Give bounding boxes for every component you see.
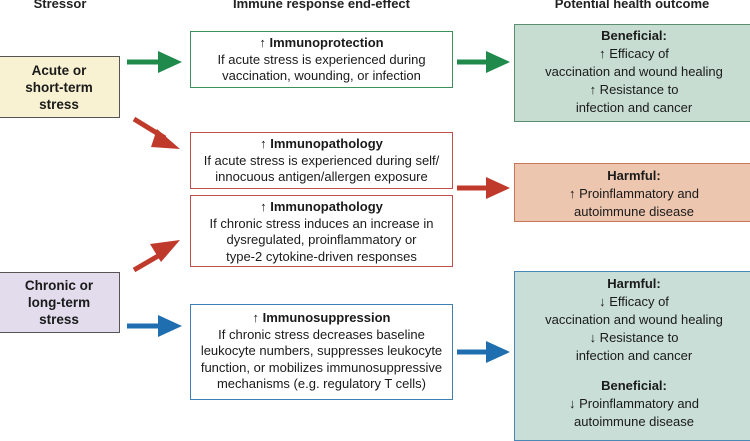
effect-line: function, or mobilizes immunosuppressive bbox=[200, 359, 443, 375]
effect-line: dysregulated, proinflammatory or bbox=[226, 232, 417, 247]
outcome-line: ↓ Proinflammatory and bbox=[568, 396, 700, 411]
effect-line: If acute stress is experienced during bbox=[217, 51, 426, 67]
immunosuppression-box: ↑ Immunosuppression If chronic stress de… bbox=[190, 304, 453, 400]
outcome-line: infection and cancer bbox=[575, 100, 693, 115]
outcome-line: vaccination and wound healing bbox=[545, 64, 723, 79]
outcome-line: ↑ Proinflammatory and bbox=[568, 186, 700, 201]
arrow-chronic-to-immunopathology bbox=[132, 240, 180, 273]
outcome-title: Harmful: bbox=[607, 168, 661, 183]
immunopathology-chronic-box: ↑ Immunopathology If chronic stress indu… bbox=[190, 195, 453, 267]
beneficial-outcome-box: Beneficial: ↑ Efficacy of vaccination an… bbox=[514, 24, 750, 122]
effect-title: ↑ Immunosuppression bbox=[252, 310, 391, 325]
chronic-stress-line: Chronic or bbox=[24, 278, 94, 293]
chronic-stress-line: long-term bbox=[27, 295, 91, 310]
outcome-line: autoimmune disease bbox=[574, 204, 694, 219]
header-immune-response: Immune response end-effect bbox=[233, 0, 410, 11]
arrow-acute-to-immunopathology bbox=[132, 116, 180, 149]
arrow-chronic-to-immunosuppression bbox=[127, 315, 182, 337]
effect-title: ↑ Immunopathology bbox=[260, 199, 383, 214]
effect-title: ↑ Immunoprotection bbox=[259, 35, 384, 50]
effect-line: innocuous antigen/allergen exposure bbox=[215, 169, 428, 184]
effect-line: leukocyte numbers, suppresses leukocyte bbox=[200, 343, 443, 358]
outcome-line: infection and cancer bbox=[575, 348, 693, 363]
effect-line: vaccination, wounding, or infection bbox=[222, 68, 421, 83]
header-stressor: Stressor bbox=[33, 0, 87, 11]
harmful-inflammatory-outcome-box: Harmful: ↑ Proinflammatory and autoimmun… bbox=[514, 163, 750, 222]
chronic-stress-line: stress bbox=[39, 312, 79, 327]
effect-line: If chronic stress decreases baseline bbox=[218, 326, 425, 342]
immunopathology-acute-box: ↑ Immunopathology If acute stress is exp… bbox=[190, 132, 453, 189]
acute-stress-box: Acute or short-term stress bbox=[0, 56, 120, 118]
acute-stress-line: Acute or bbox=[31, 62, 87, 78]
outcome-line: ↑ Efficacy of bbox=[599, 46, 669, 61]
effect-line: If chronic stress induces an increase in bbox=[209, 215, 434, 231]
arrow-immunoprotection-to-beneficial bbox=[457, 51, 510, 73]
effect-line: If acute stress is experienced during se… bbox=[203, 152, 440, 168]
outcome-line: vaccination and wound healing bbox=[545, 312, 723, 327]
immunoprotection-box: ↑ Immunoprotection If acute stress is ex… bbox=[190, 31, 453, 88]
effect-line: type-2 cytokine-driven responses bbox=[226, 248, 417, 264]
outcome-line: autoimmune disease bbox=[574, 414, 694, 429]
outcome-line: ↓ Resistance to bbox=[589, 330, 679, 345]
spacer bbox=[515, 365, 750, 377]
outcome-line: ↓ Efficacy of bbox=[599, 294, 669, 309]
acute-stress-line: short-term bbox=[25, 79, 93, 95]
outcome-line: ↑ Resistance to bbox=[589, 82, 679, 97]
arrow-acute-to-immunoprotection bbox=[127, 51, 182, 73]
arrow-immunosuppression-to-mixed bbox=[457, 341, 510, 363]
outcome-title-beneficial: Beneficial: bbox=[601, 378, 667, 393]
outcome-title-harmful: Harmful: bbox=[607, 276, 661, 291]
header-health-outcome: Potential health outcome bbox=[554, 0, 710, 11]
arrow-immunopathology-to-harmful bbox=[457, 177, 510, 199]
effect-line: mechanisms (e.g. regulatory T cells) bbox=[216, 376, 427, 391]
acute-stress-line: stress bbox=[39, 96, 79, 112]
effect-title: ↑ Immunopathology bbox=[260, 136, 383, 151]
chronic-stress-box: Chronic or long-term stress bbox=[0, 272, 120, 333]
mixed-outcome-box: Harmful: ↓ Efficacy of vaccination and w… bbox=[514, 271, 750, 441]
outcome-title: Beneficial: bbox=[601, 28, 667, 43]
